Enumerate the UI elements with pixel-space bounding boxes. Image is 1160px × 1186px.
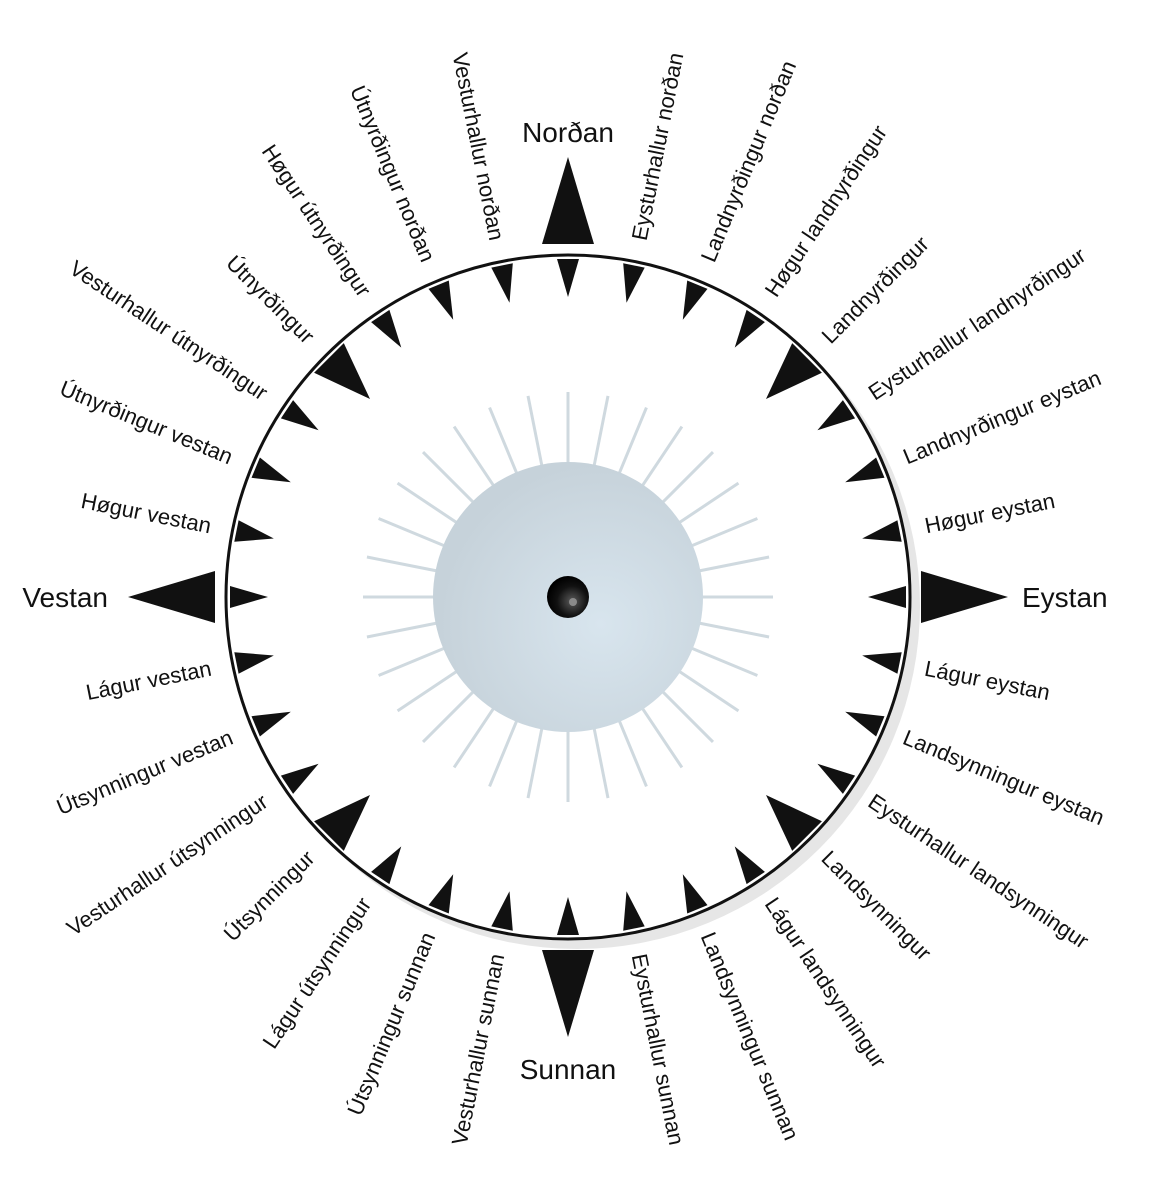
intercardinal-marker <box>314 343 370 399</box>
tick-marker <box>557 897 579 935</box>
direction-label: Lágur útsynningur <box>258 893 377 1053</box>
spoke-line <box>616 407 648 478</box>
tick-marker <box>491 263 513 303</box>
tick-marker <box>817 763 856 794</box>
direction-label: Lágur landsynningur <box>760 893 892 1073</box>
spoke-line <box>396 667 461 713</box>
spoke-line <box>421 687 478 744</box>
tick-marker <box>845 711 885 737</box>
spoke-line <box>616 716 648 787</box>
direction-label: Vesturhallur norðan <box>448 50 510 242</box>
spoke-line <box>488 716 520 787</box>
center-dot <box>547 576 589 618</box>
spoke-line <box>687 517 758 549</box>
spoke-line <box>658 450 715 507</box>
tick-marker <box>623 263 645 303</box>
tick-marker <box>251 457 291 483</box>
tick-marker <box>371 309 402 348</box>
cardinal-arrow-s <box>542 950 594 1037</box>
direction-label: Landsynningur eystan <box>900 725 1108 830</box>
spoke-line <box>687 645 758 677</box>
spoke-line <box>488 407 520 478</box>
cardinal-label-w: Vestan <box>22 582 108 613</box>
tick-marker <box>251 711 291 737</box>
center-dot-highlight <box>569 598 577 606</box>
intercardinal-marker <box>766 795 822 851</box>
spoke-line <box>526 724 545 799</box>
tick-marker <box>862 520 902 542</box>
spoke-line <box>591 724 610 799</box>
direction-label: Landnyrðingur <box>817 231 934 348</box>
direction-label: Høgur eystan <box>923 488 1057 538</box>
tick-marker <box>623 891 645 931</box>
direction-label: Útsynningur sunnan <box>342 929 440 1119</box>
tick-marker <box>734 846 765 885</box>
tick-marker-layer <box>230 259 906 935</box>
direction-label: Útnyrðingur norðan <box>345 82 440 266</box>
direction-label: Útsynningur <box>219 846 320 947</box>
tick-marker <box>682 874 708 914</box>
spoke-line <box>366 555 441 574</box>
direction-label: Lágur vestan <box>84 656 214 705</box>
tick-marker <box>682 280 708 320</box>
cardinal-arrow-layer <box>128 157 1008 1037</box>
tick-marker <box>557 259 579 297</box>
intercardinal-marker <box>314 795 370 851</box>
tick-marker <box>428 874 454 914</box>
tick-marker <box>734 309 765 348</box>
tick-marker <box>371 846 402 885</box>
direction-label: Landsynningur <box>817 846 937 966</box>
direction-label: Landnyrðingur norðan <box>696 57 801 265</box>
cardinal-arrow-w <box>128 571 215 623</box>
spoke-line <box>658 687 715 744</box>
direction-label: Útsynningur vestan <box>53 725 237 820</box>
tick-marker <box>491 891 513 931</box>
direction-label: Eysturhallur norðan <box>627 50 689 242</box>
spoke-line <box>591 395 610 470</box>
direction-label: Lágur eystan <box>923 656 1053 705</box>
spoke-line <box>675 481 740 527</box>
spoke-line <box>638 425 684 490</box>
spoke-line <box>695 620 770 639</box>
tick-marker <box>428 280 454 320</box>
cardinal-arrow-e <box>921 571 1008 623</box>
cardinal-label-e: Eystan <box>1022 582 1108 613</box>
cardinal-arrow-n <box>542 157 594 244</box>
direction-label: Høgur útnyrðingur <box>257 140 376 301</box>
spoke-line <box>378 645 449 677</box>
spoke-line <box>421 450 478 507</box>
spoke-line <box>366 620 441 639</box>
direction-label: Høgur vestan <box>79 488 213 538</box>
spoke-line <box>695 555 770 574</box>
tick-marker <box>868 586 906 608</box>
spoke-layer <box>363 392 773 802</box>
tick-marker <box>280 400 319 431</box>
spoke-line <box>526 395 545 470</box>
cardinal-label-s: Sunnan <box>520 1054 617 1085</box>
direction-label: Útnyrðingur <box>221 250 319 348</box>
tick-marker <box>845 457 885 483</box>
tick-marker <box>862 652 902 674</box>
spoke-line <box>452 425 498 490</box>
tick-marker <box>234 520 274 542</box>
compass-ring <box>224 253 912 941</box>
tick-marker <box>230 586 268 608</box>
spoke-line <box>378 517 449 549</box>
spoke-line <box>675 667 740 713</box>
direction-label: Landsynningur sunnan <box>696 929 804 1144</box>
direction-label: Eysturhallur sunnan <box>627 952 689 1148</box>
tick-marker <box>280 763 319 794</box>
spoke-line <box>396 481 461 527</box>
direction-label: Vesturhallur sunnan <box>447 952 509 1148</box>
tick-marker <box>817 400 856 431</box>
intercardinal-marker <box>766 343 822 399</box>
cardinal-label-n: Norðan <box>522 117 614 148</box>
direction-label: Útnyrðingur vestan <box>56 375 236 469</box>
tick-marker <box>234 652 274 674</box>
spoke-line <box>452 704 498 769</box>
spoke-line <box>638 704 684 769</box>
direction-label: Landnyrðingur eystan <box>900 365 1105 469</box>
